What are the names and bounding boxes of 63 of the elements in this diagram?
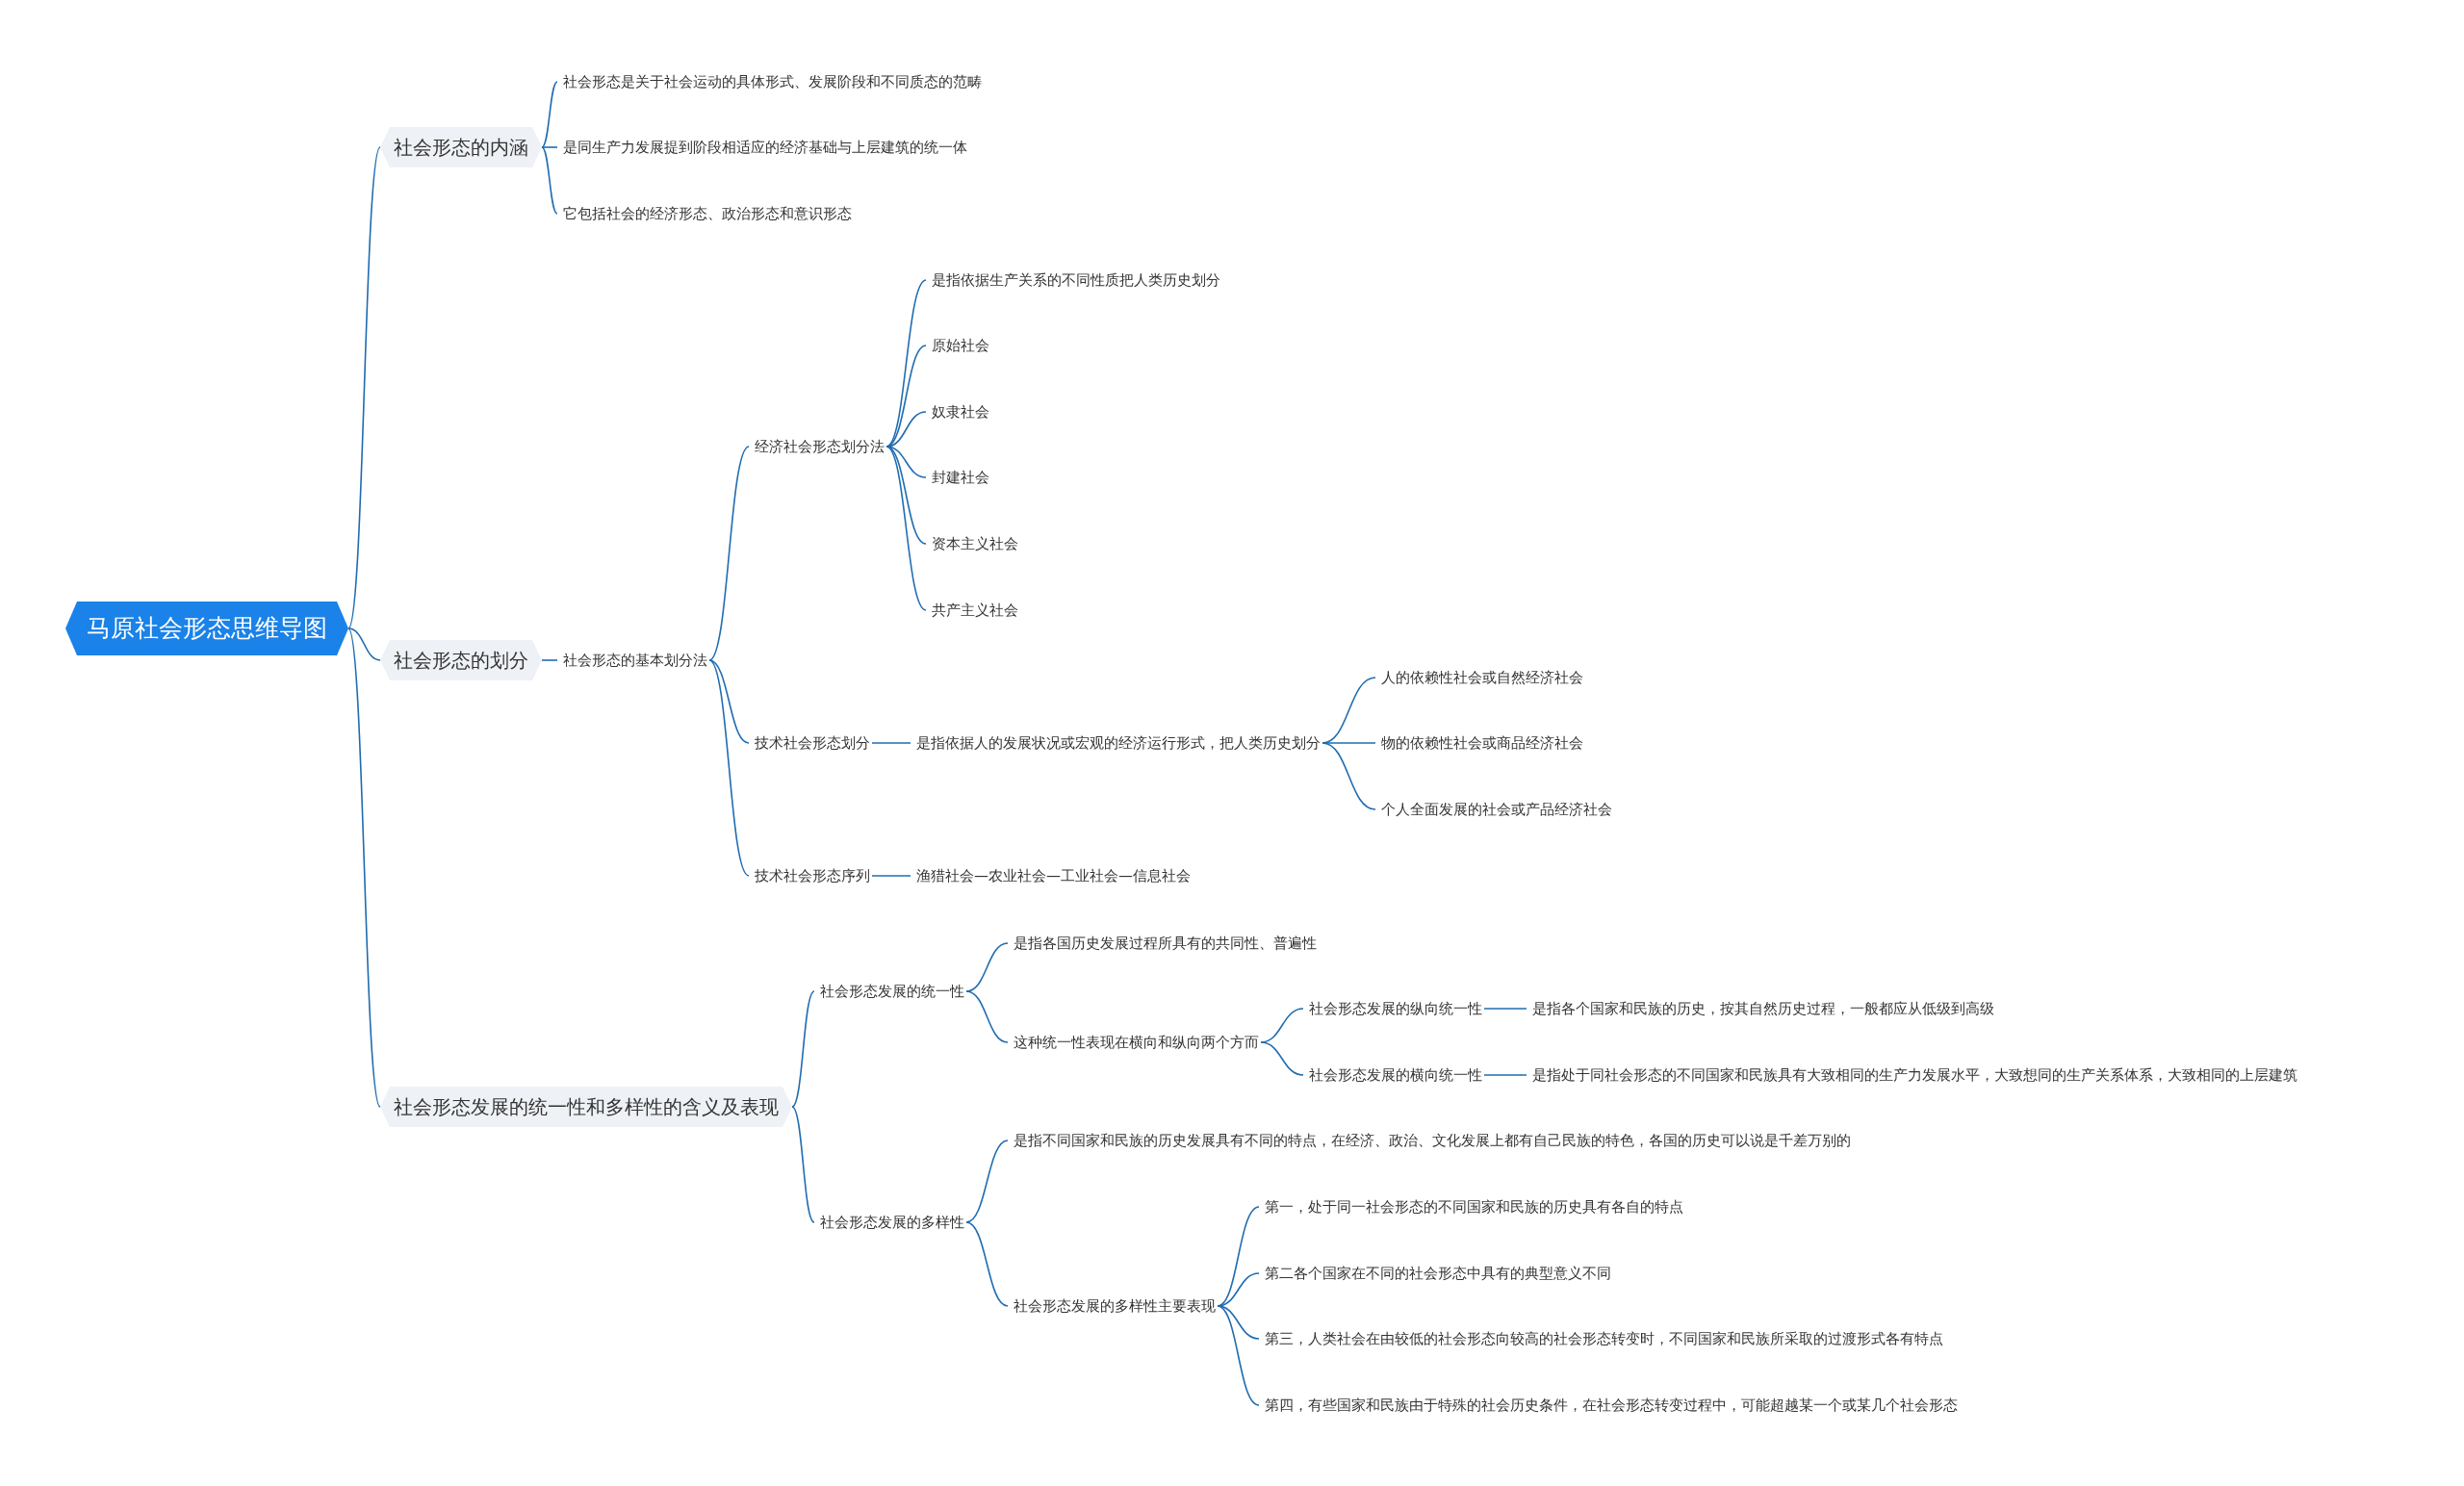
connector-line (541, 146, 558, 148)
subtopic-text: 第二各个国家在不同的社会形态中具有的典型意义不同 (1263, 1261, 1613, 1286)
connector-line (965, 1221, 1009, 1307)
connector-line (1217, 1305, 1260, 1406)
connector-line (1483, 1008, 1527, 1010)
subtopic-text: 社会形态发展的统一性 (818, 979, 966, 1004)
connector-line (1260, 1041, 1304, 1076)
connector-line (708, 659, 750, 877)
subtopic-text: 原始社会 (930, 333, 991, 358)
subtopic-text: 奴隶社会 (930, 399, 991, 424)
subtopic-text: 第四，有些国家和民族由于特殊的社会历史条件，在社会形态转变过程中，可能超越某一个或某几个社会形态 (1263, 1393, 1960, 1418)
subtopic-text: 封建社会 (930, 465, 991, 490)
connector-line (1483, 1074, 1527, 1076)
subtopic-text: 社会形态发展的纵向统一性 (1307, 996, 1484, 1021)
subtopic-text: 社会形态发展的多样性 (818, 1210, 966, 1235)
subtopic-text: 渔猎社会—农业社会—工业社会—信息社会 (914, 863, 1193, 888)
connector-line (541, 659, 558, 661)
central-topic: 马原社会形态思维导图 (65, 602, 348, 655)
connector-line (541, 81, 558, 148)
connector-line (708, 446, 750, 661)
main-topic: 社会形态的内涵 (380, 127, 542, 167)
subtopic-text: 这种统一性表现在横向和纵向两个方而 (1012, 1030, 1261, 1055)
subtopic-text: 是指处于同社会形态的不同国家和民族具有大致相同的生产力发展水平，大致想同的生产关系体系，大致相同的上层建筑 (1530, 1063, 2299, 1088)
subtopic-text: 个人全面发展的社会或产品经济社会 (1379, 797, 1614, 822)
subtopic-text: 第三，人类社会在由较低的社会形态向较高的社会形态转变时，不同国家和民族所采取的过渡形式各有特点 (1263, 1326, 1945, 1351)
connector-line (886, 446, 927, 611)
connector-line (965, 990, 1009, 1043)
connector-line (886, 345, 927, 448)
subtopic-text: 社会形态是关于社会运动的具体形式、发展阶段和不同质态的范畴 (561, 69, 984, 94)
connector-line (886, 446, 927, 545)
connector-line (347, 628, 381, 661)
connector-line (791, 990, 815, 1108)
connector-line (1322, 742, 1376, 744)
connector-line (791, 1106, 815, 1223)
subtopic-text: 社会形态发展的横向统一性 (1307, 1063, 1484, 1088)
subtopic-text: 是指依据生产关系的不同性质把人类历史划分 (930, 268, 1222, 293)
subtopic-text: 技术社会形态序列 (753, 863, 872, 888)
subtopic-text: 物的依赖性社会或商品经济社会 (1379, 730, 1585, 756)
main-topic: 社会形态发展的统一性和多样性的含义及表现 (380, 1087, 792, 1127)
subtopic-text: 技术社会形态划分 (753, 730, 872, 756)
subtopic-text: 共产主义社会 (930, 598, 1020, 623)
connector-line (965, 1140, 1009, 1223)
subtopic-text: 资本主义社会 (930, 531, 1020, 556)
connector-line (1322, 742, 1376, 810)
subtopic-text: 经济社会形态划分法 (753, 434, 886, 459)
subtopic-text: 社会形态的基本划分法 (561, 648, 709, 673)
subtopic-text: 是指依据人的发展状况或宏观的经济运行形式，把人类历史划分 (914, 730, 1322, 756)
subtopic-text: 是指各个国家和民族的历史，按其自然历史过程，一般都应从低级到高级 (1530, 996, 1996, 1021)
connector-line (347, 628, 381, 1108)
subtopic-text: 是指不同国家和民族的历史发展具有不同的特点，在经济、政治、文化发展上都有自己民族的特色，各国的历史可以说是千差万别的 (1012, 1128, 1853, 1153)
connector-line (871, 742, 911, 744)
connector-line (541, 146, 558, 215)
subtopic-text: 它包括社会的经济形态、政治形态和意识形态 (561, 201, 854, 226)
connector-line (965, 942, 1009, 992)
subtopic-text: 第一，处于同一社会形态的不同国家和民族的历史具有各自的特点 (1263, 1194, 1685, 1219)
connector-line (347, 146, 381, 629)
main-topic: 社会形态的划分 (380, 640, 542, 680)
connector-line (1217, 1305, 1260, 1340)
subtopic-text: 是指各国历史发展过程所具有的共同性、普遍性 (1012, 931, 1319, 956)
subtopic-text: 社会形态发展的多样性主要表现 (1012, 1294, 1218, 1319)
subtopic-text: 是同生产力发展提到阶段相适应的经济基础与上层建筑的统一体 (561, 135, 969, 160)
subtopic-text: 人的依赖性社会或自然经济社会 (1379, 665, 1585, 690)
connector-line (871, 875, 911, 877)
